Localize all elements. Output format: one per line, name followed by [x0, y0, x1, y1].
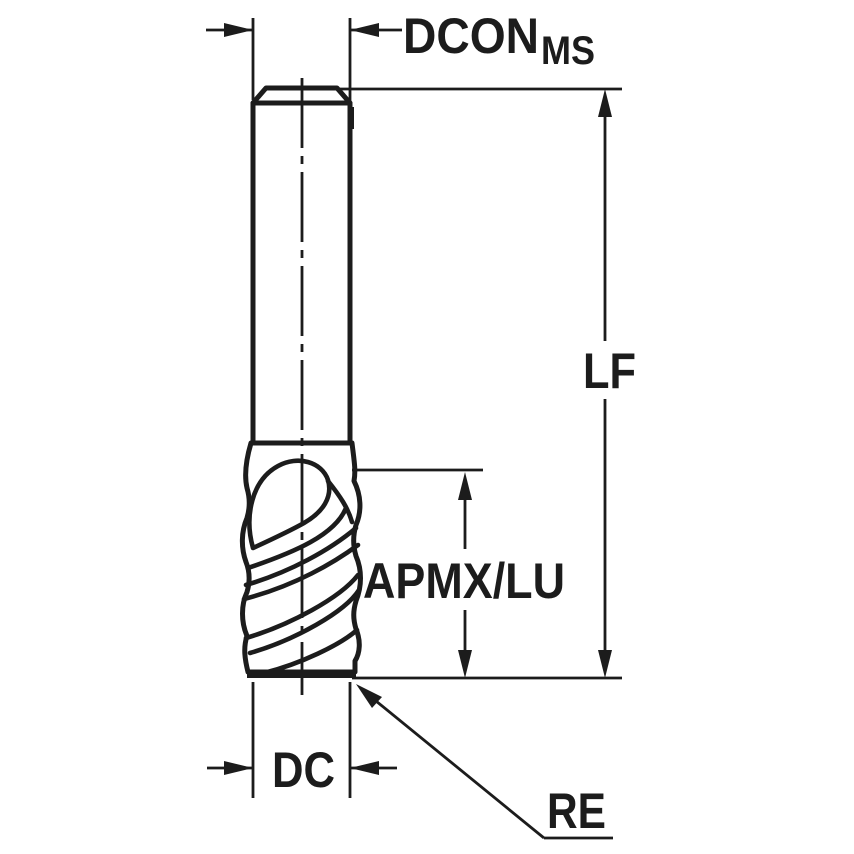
apmx-lu-dimension: APMX/LU: [352, 468, 565, 678]
flute-curve: [247, 587, 362, 656]
dcon-dimension: DCON MS: [206, 8, 595, 103]
arrowhead-down: [598, 650, 612, 678]
flute-curve: [245, 505, 349, 571]
lf-dimension: LF: [339, 87, 636, 680]
re-leader: RE: [356, 684, 613, 840]
flute-hook-curve: [247, 458, 332, 551]
dc-dimension: DC: [207, 682, 397, 798]
flute-curve: [325, 478, 355, 525]
flute-curve: [243, 525, 359, 588]
tool-flute-section: [239, 440, 363, 675]
dcon-subscript-label: MS: [541, 29, 595, 73]
arrowhead-up: [598, 89, 612, 117]
arrowhead-down: [458, 650, 472, 678]
flute-curve: [243, 572, 361, 641]
arrowhead-right: [224, 23, 253, 37]
tool-top-chamfer: [250, 85, 353, 106]
arrowhead-left: [350, 23, 379, 37]
arrowhead-up: [458, 472, 472, 500]
arrowhead-left: [350, 761, 379, 775]
end-mill-tool: [239, 78, 363, 695]
leader-line: [375, 699, 545, 840]
apmx-lu-label: APMX/LU: [363, 553, 565, 609]
lf-label: LF: [583, 343, 636, 399]
flute-curve: [261, 627, 360, 676]
flute-curve: [241, 542, 361, 602]
arrowhead-right: [224, 761, 253, 775]
dcon-label: DCON: [403, 8, 539, 64]
dc-label: DC: [272, 742, 335, 798]
re-label: RE: [547, 783, 606, 839]
flute-spirals: [241, 458, 362, 676]
